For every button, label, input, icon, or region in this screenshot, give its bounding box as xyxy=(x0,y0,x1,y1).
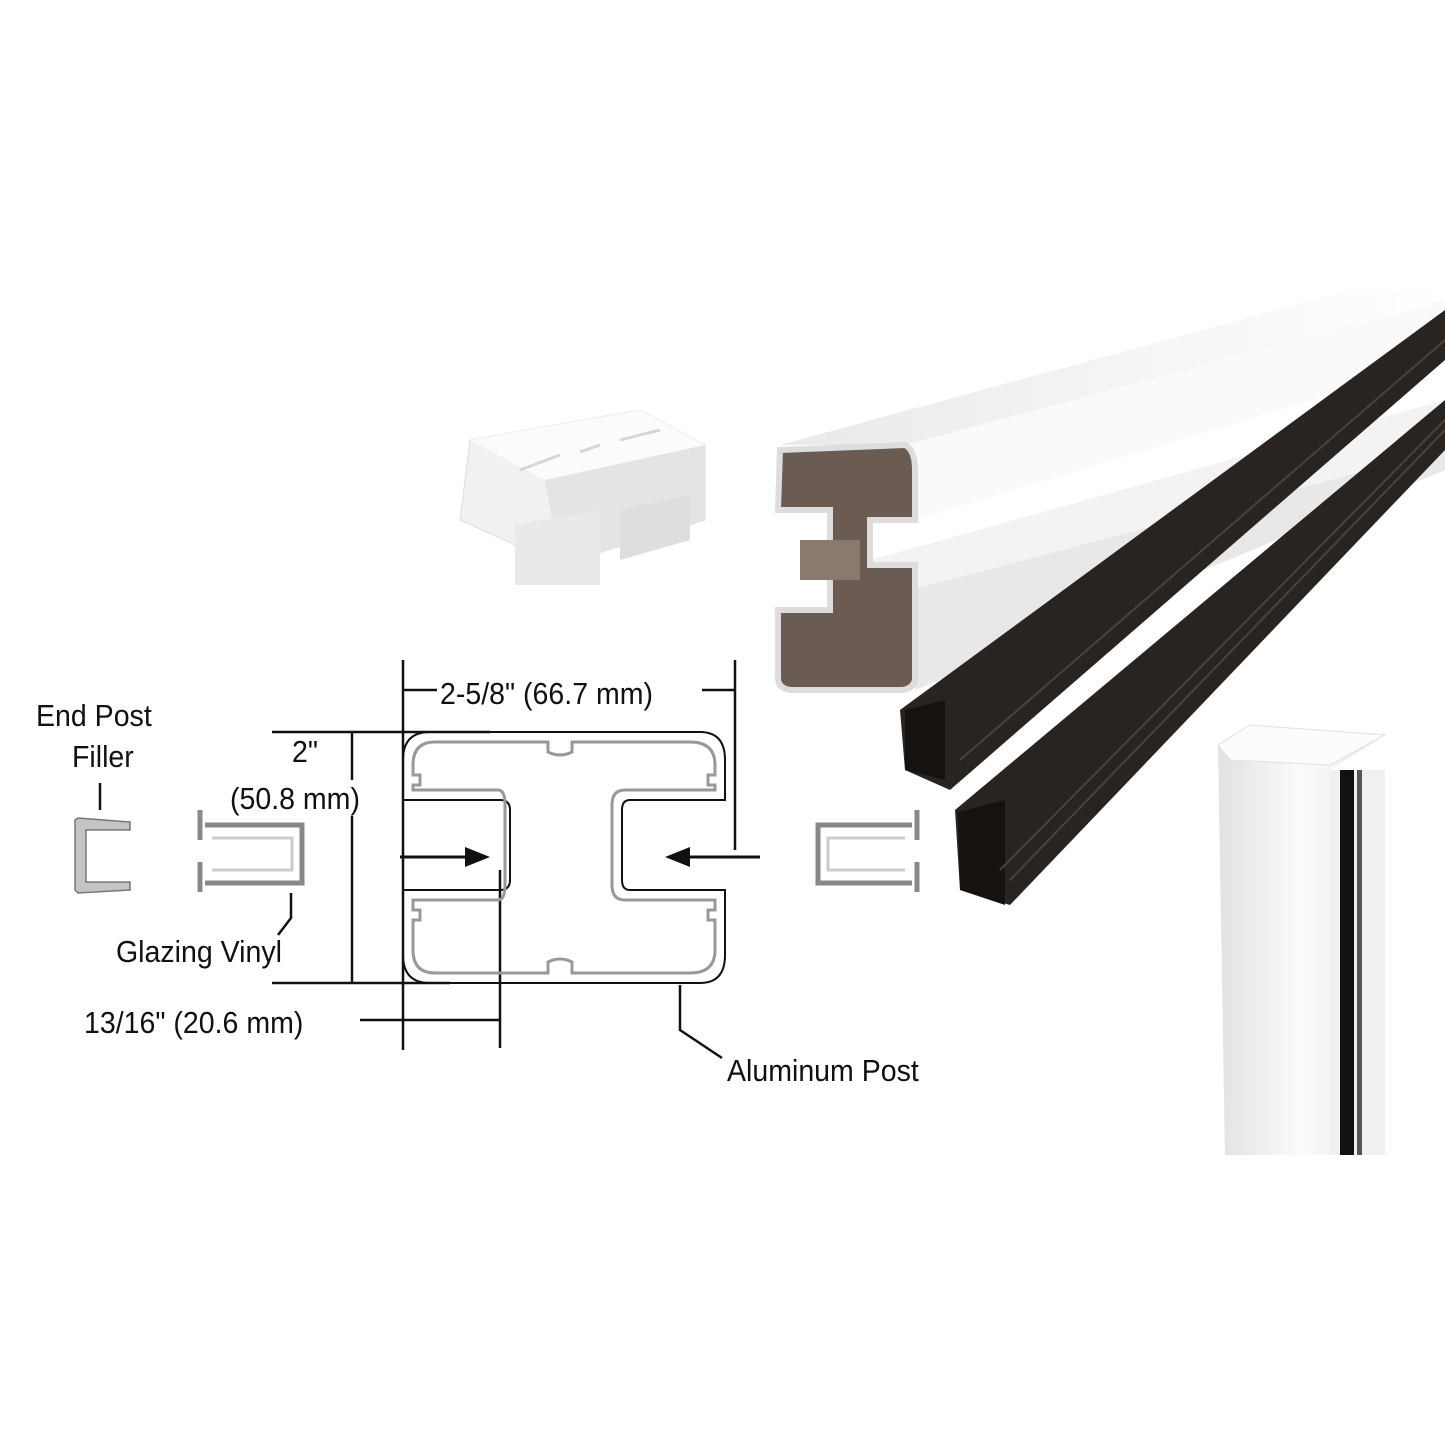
glazing-vinyl-label: Glazing Vinyl xyxy=(116,934,282,969)
glazing-vinyl-left-part xyxy=(197,810,305,892)
slot-dimension-label: 13/16" (20.6 mm) xyxy=(84,1005,304,1040)
aluminum-post-section xyxy=(402,731,726,984)
glazing-vinyl-right-part xyxy=(815,810,920,892)
end-cap-photo xyxy=(459,409,706,585)
end-post-filler-part xyxy=(74,817,131,894)
arrow-right-icon xyxy=(400,847,490,867)
dimension-lines xyxy=(98,660,737,1060)
height-dimension-mm: (50.8 mm) xyxy=(230,781,360,816)
end-post-label: End Post xyxy=(36,698,152,733)
arrow-left-icon xyxy=(665,847,760,867)
black-vinyl-strips-photo xyxy=(900,310,1445,905)
filler-label: Filler xyxy=(72,739,134,774)
width-dimension-label: 2-5/8" (66.7 mm) xyxy=(440,676,654,711)
aluminum-rail-photo xyxy=(774,290,1445,693)
aluminum-post-label: Aluminum Post xyxy=(727,1053,919,1088)
post-photo xyxy=(1217,724,1387,1155)
height-dimension-inches: 2" xyxy=(292,734,318,769)
